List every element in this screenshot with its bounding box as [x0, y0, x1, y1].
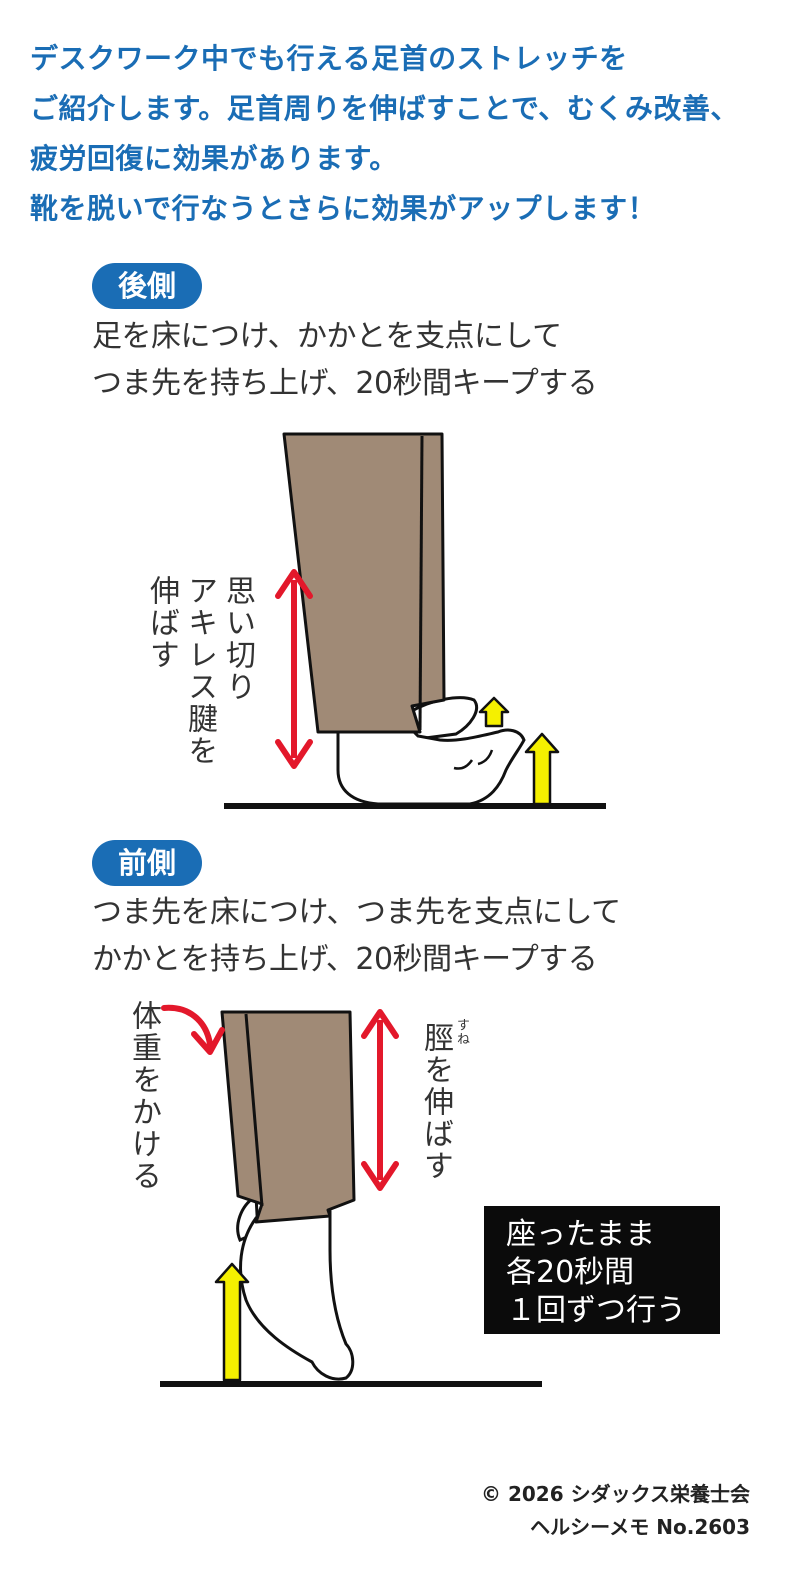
note-line: 各20秒間	[506, 1255, 635, 1290]
callout-line: アキレス腱を	[182, 575, 217, 767]
front-weight-callout: 体重をかける	[126, 1000, 161, 1192]
back-desc-line: つま先を持ち上げ、20秒間キープする	[92, 366, 598, 401]
shin-ruby: すね	[454, 1018, 469, 1046]
back-callout: 思い切り アキレス腱を 伸ばす	[142, 575, 256, 767]
front-desc-line: つま先を床につけ、つま先を支点にして	[92, 895, 621, 930]
copyright-text: © 2026 シダックス栄養士会	[481, 1482, 750, 1506]
back-desc-line: 足を床につけ、かかとを支点にして	[92, 319, 562, 354]
callout-line: 伸ばす	[144, 575, 179, 671]
callout-line: 思い切り	[220, 575, 255, 703]
memo-number: ヘルシーメモ No.2603	[530, 1515, 750, 1539]
note-line: １回ずつ行う	[506, 1293, 686, 1328]
intro-text: デスクワーク中でも行える足首のストレッチを ご紹介します。足首周りを伸ばすことで…	[30, 34, 790, 234]
back-description: 足を床につけ、かかとを支点にして つま先を持ち上げ、20秒間キープする	[92, 313, 598, 407]
intro-line: 疲労回復に効果があります。	[30, 142, 398, 175]
note-line: 座ったまま	[506, 1217, 656, 1252]
back-badge: 後側	[92, 263, 202, 309]
footer: © 2026 シダックス栄養士会 ヘルシーメモ No.2603	[481, 1478, 750, 1544]
intro-line: ご紹介します。足首周りを伸ばすことで、むくみ改善、	[30, 92, 739, 125]
note-box: 座ったまま 各20秒間 １回ずつ行う	[484, 1206, 720, 1334]
intro-line: 靴を脱いで行なうとさらに効果がアップします！	[30, 192, 657, 225]
front-shin-callout: 脛を伸ばす	[418, 1022, 453, 1182]
front-description: つま先を床につけ、つま先を支点にして かかとを持ち上げ、20秒間キープする	[92, 889, 621, 983]
front-badge: 前側	[92, 840, 202, 886]
front-desc-line: かかとを持ち上げ、20秒間キープする	[92, 942, 598, 977]
intro-line: デスクワーク中でも行える足首のストレッチを	[30, 42, 628, 75]
